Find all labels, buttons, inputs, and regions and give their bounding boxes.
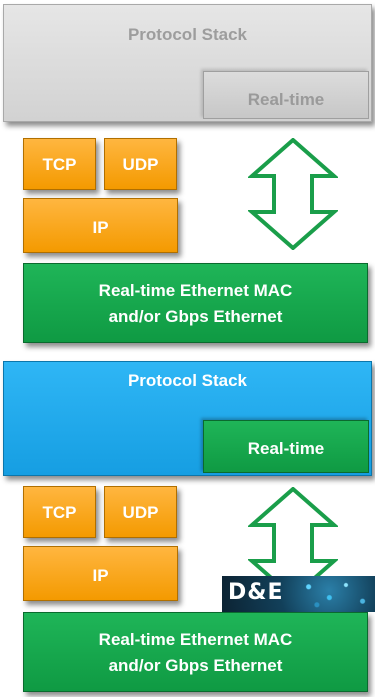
protocol-stack-label: Protocol Stack [127,25,248,44]
tcp-block-bottom: TCP [23,486,96,538]
protocol-stack-block-top: Protocol Stack [3,4,372,122]
ethernet-mac-block-top: Real-time Ethernet MAC and/or Gbps Ether… [23,263,368,343]
realtime-block-top: Real-time [203,71,369,119]
mac-line2-label: and/or Gbps Ethernet [108,656,283,675]
realtime-label: Real-time [247,439,325,458]
protocol-stack-label: Protocol Stack [127,371,248,390]
logo-graphic [292,576,375,612]
ethernet-mac-block-bottom: Real-time Ethernet MAC and/or Gbps Ether… [23,612,368,692]
mac-line1-label: Real-time Ethernet MAC [98,630,293,649]
mac-line2-label: and/or Gbps Ethernet [108,307,283,326]
tcp-label: TCP [42,503,77,522]
tcp-block-top: TCP [23,138,96,190]
ip-label: IP [92,566,109,585]
realtime-block-bottom: Real-time [203,420,369,473]
realtime-label: Real-time [247,90,325,109]
company-logo: D&E [222,576,375,612]
udp-label: UDP [122,503,159,522]
ip-block-bottom: IP [23,546,178,601]
mac-line1-label: Real-time Ethernet MAC [98,281,293,300]
udp-label: UDP [122,155,159,174]
tcp-label: TCP [42,155,77,174]
udp-block-top: UDP [104,138,177,190]
ip-block-top: IP [23,198,178,253]
ip-label: IP [92,218,109,237]
udp-block-bottom: UDP [104,486,177,538]
double-arrow-icon [248,138,338,250]
logo-text: D&E [228,580,284,605]
